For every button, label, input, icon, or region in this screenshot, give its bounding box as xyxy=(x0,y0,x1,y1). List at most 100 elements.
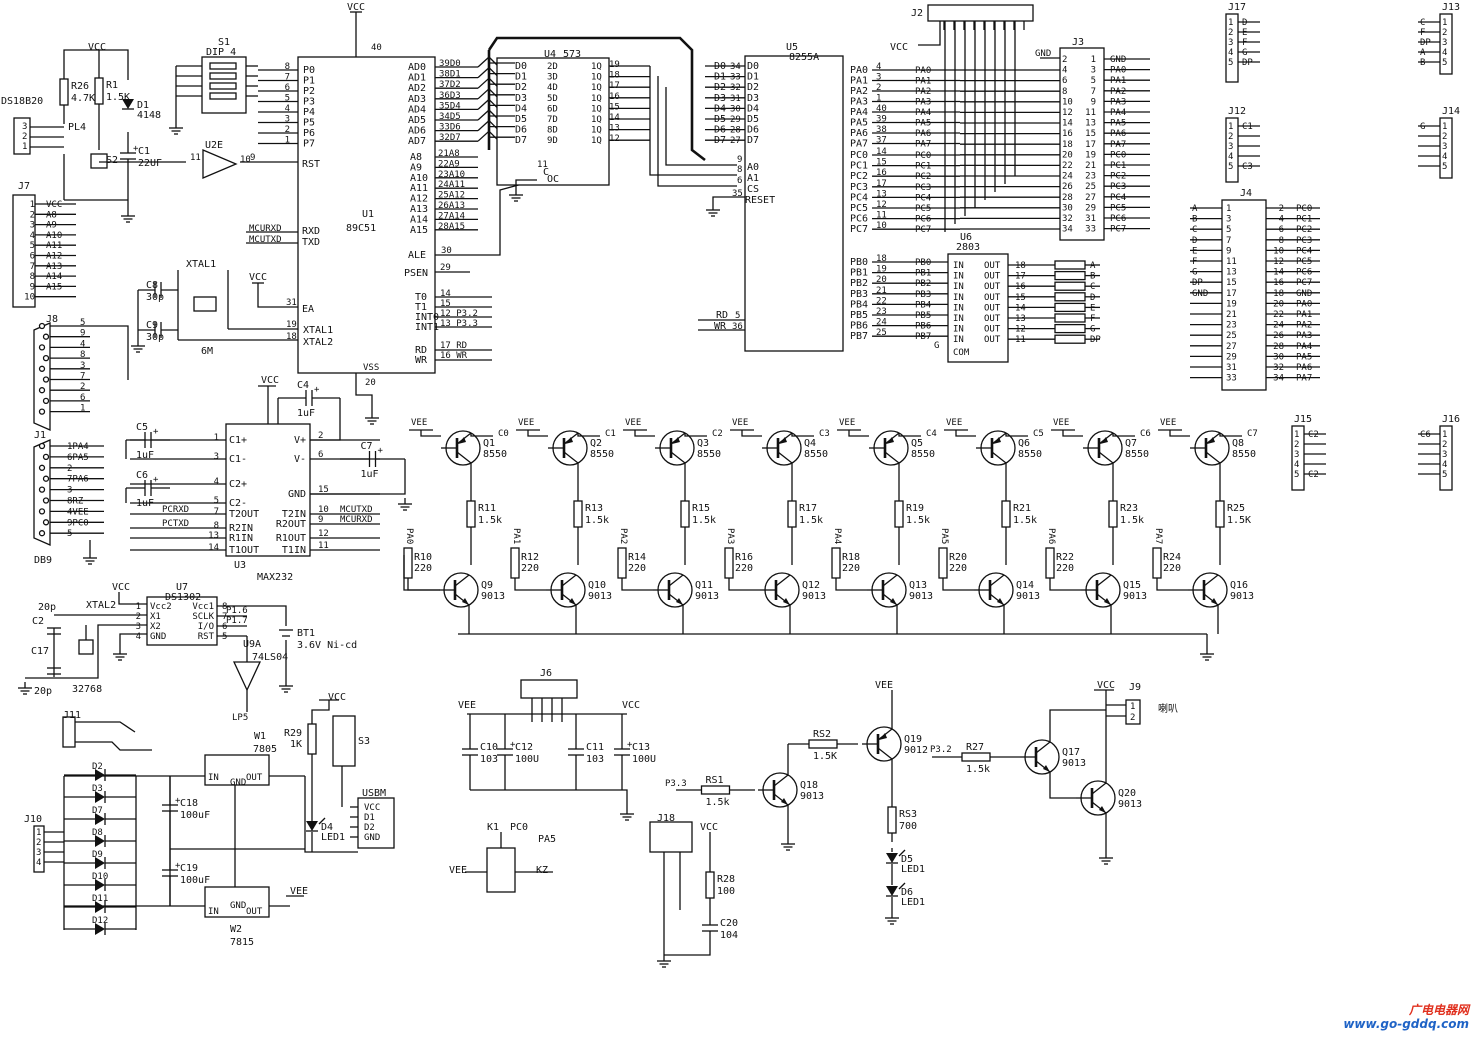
u6-out: OUT xyxy=(984,261,1001,271)
j3-left-pin: 2 xyxy=(1062,55,1067,65)
u5-pc-pin: PC7 xyxy=(850,224,868,235)
transistor-q12 xyxy=(760,572,800,608)
wire xyxy=(514,578,546,591)
wire xyxy=(407,578,439,591)
j12-pin: 3 xyxy=(1228,142,1233,152)
resistor-ref: RS3 xyxy=(899,809,917,820)
j4-right-net: PA7 xyxy=(1296,374,1312,384)
u5-reset-num: 35 xyxy=(732,189,743,199)
j4-left-pin: 1 xyxy=(1226,204,1231,214)
u1-a-num: 28A15 xyxy=(438,222,465,232)
j4-right-pin: 22 xyxy=(1273,310,1284,320)
w2-part: 7815 xyxy=(230,937,254,948)
u5-pb-num: 18 xyxy=(876,254,887,264)
u5-pa-net: PA5 xyxy=(915,119,931,129)
emitter-arrow xyxy=(1207,437,1215,444)
polarity: + xyxy=(314,385,320,395)
j3-right-pin: 19 xyxy=(1085,150,1096,160)
j7-pin: 10 xyxy=(24,293,35,303)
resistor-value: 1.5k xyxy=(585,515,609,526)
diode-value: LED1 xyxy=(901,897,925,908)
resistor-ref: RS2 xyxy=(813,729,831,740)
u1-a-pin: A12 xyxy=(410,194,428,205)
j4-right-net: GND xyxy=(1296,289,1312,299)
transistor-q15 xyxy=(1081,572,1121,608)
j8-pin: 1 xyxy=(80,404,85,414)
max232-left-num: 14 xyxy=(208,543,219,553)
wire xyxy=(1112,433,1135,437)
u7-ref: U7 xyxy=(176,582,188,593)
u5-pa-pin: PA7 xyxy=(850,139,868,150)
u1-ref: U1 xyxy=(362,209,374,220)
j14-pin: 4 xyxy=(1442,152,1447,162)
u5-pc-num: 12 xyxy=(876,200,887,210)
u5-pc-net: PC4 xyxy=(915,193,931,203)
u1-p1-num: 3 xyxy=(285,115,290,125)
j7-net: A10 xyxy=(46,231,62,241)
resistor-segment xyxy=(1054,292,1086,302)
k1-pin: PA5 xyxy=(538,834,556,845)
j4-right-pin: 34 xyxy=(1273,374,1284,384)
wire xyxy=(488,67,498,77)
j15-net: C2 xyxy=(1308,430,1319,440)
j4-left-pin: 27 xyxy=(1226,342,1237,352)
wire xyxy=(1156,578,1188,591)
u5-pb-net: PB6 xyxy=(915,322,931,332)
base-resistor-ref: R16 xyxy=(735,552,753,563)
j3-right-pin: 23 xyxy=(1085,172,1096,182)
wire xyxy=(487,36,706,162)
resistor-r24 xyxy=(1152,547,1162,579)
ic-89c51 xyxy=(297,56,436,374)
j8-pin: 9 xyxy=(80,329,85,339)
transistor-part: 9013 xyxy=(1118,799,1142,810)
wire xyxy=(577,433,600,437)
u6-in: IN xyxy=(953,272,964,282)
resistor-ref: R26 xyxy=(71,81,89,92)
u1-a-pin: A13 xyxy=(410,204,428,215)
column-net: C0 xyxy=(498,429,509,439)
wire xyxy=(470,789,628,808)
c8-ref: C8 xyxy=(146,280,158,291)
u6-out-num: 16 xyxy=(1015,282,1026,292)
dip-switch-lever xyxy=(209,82,237,90)
j4-right-pin: 6 xyxy=(1279,225,1284,235)
bridge-ref: D9 xyxy=(92,850,103,860)
resistor-r26 xyxy=(59,78,69,106)
j13-net: DP xyxy=(1420,38,1431,48)
u5-pc-net: PC7 xyxy=(915,225,931,235)
emitter-arrow xyxy=(1104,598,1111,605)
wire xyxy=(1049,709,1106,742)
u4-d-num: 7D xyxy=(547,115,558,125)
wire xyxy=(488,56,498,66)
max232-left-num: 3 xyxy=(214,452,219,462)
u7-right-num: 8 xyxy=(222,602,227,612)
k1-pin: PC0 xyxy=(510,822,528,833)
resistor-value: 700 xyxy=(899,821,917,832)
resistor-value: 1.5k xyxy=(906,515,930,526)
j13-pin: 1 xyxy=(1442,18,1447,28)
u9-net: LP5 xyxy=(232,713,248,723)
db9-pin xyxy=(38,508,46,515)
j13-net: C xyxy=(1420,18,1425,28)
vee-label: VEE xyxy=(946,418,962,428)
c2-value: 20p xyxy=(38,602,56,613)
u1-a-num: 22A9 xyxy=(438,159,460,169)
u1-a-pin: A10 xyxy=(410,173,428,184)
j17-net: DP xyxy=(1242,58,1253,68)
wire xyxy=(1219,433,1242,437)
connector-j3 xyxy=(1059,47,1105,241)
c9-ref: C9 xyxy=(146,320,158,331)
u1-rd-num: 17 RD xyxy=(440,341,467,351)
max232-left-pin: C2+ xyxy=(229,479,247,490)
u5-wr: WR xyxy=(714,321,727,332)
transistor-q10 xyxy=(546,572,586,608)
j7-pin: 2 xyxy=(30,210,35,220)
vee-label: VEE xyxy=(625,418,641,428)
resistor-value: 1.5K xyxy=(106,92,130,103)
j14-ref: J14 xyxy=(1442,106,1460,117)
wire xyxy=(1203,574,1219,587)
u1-p1-pin: P0 xyxy=(303,65,315,76)
u5-d-num: 31 xyxy=(730,94,741,104)
j4-left-net: G xyxy=(1192,268,1197,278)
max232-left-pin: T1OUT xyxy=(229,545,259,556)
